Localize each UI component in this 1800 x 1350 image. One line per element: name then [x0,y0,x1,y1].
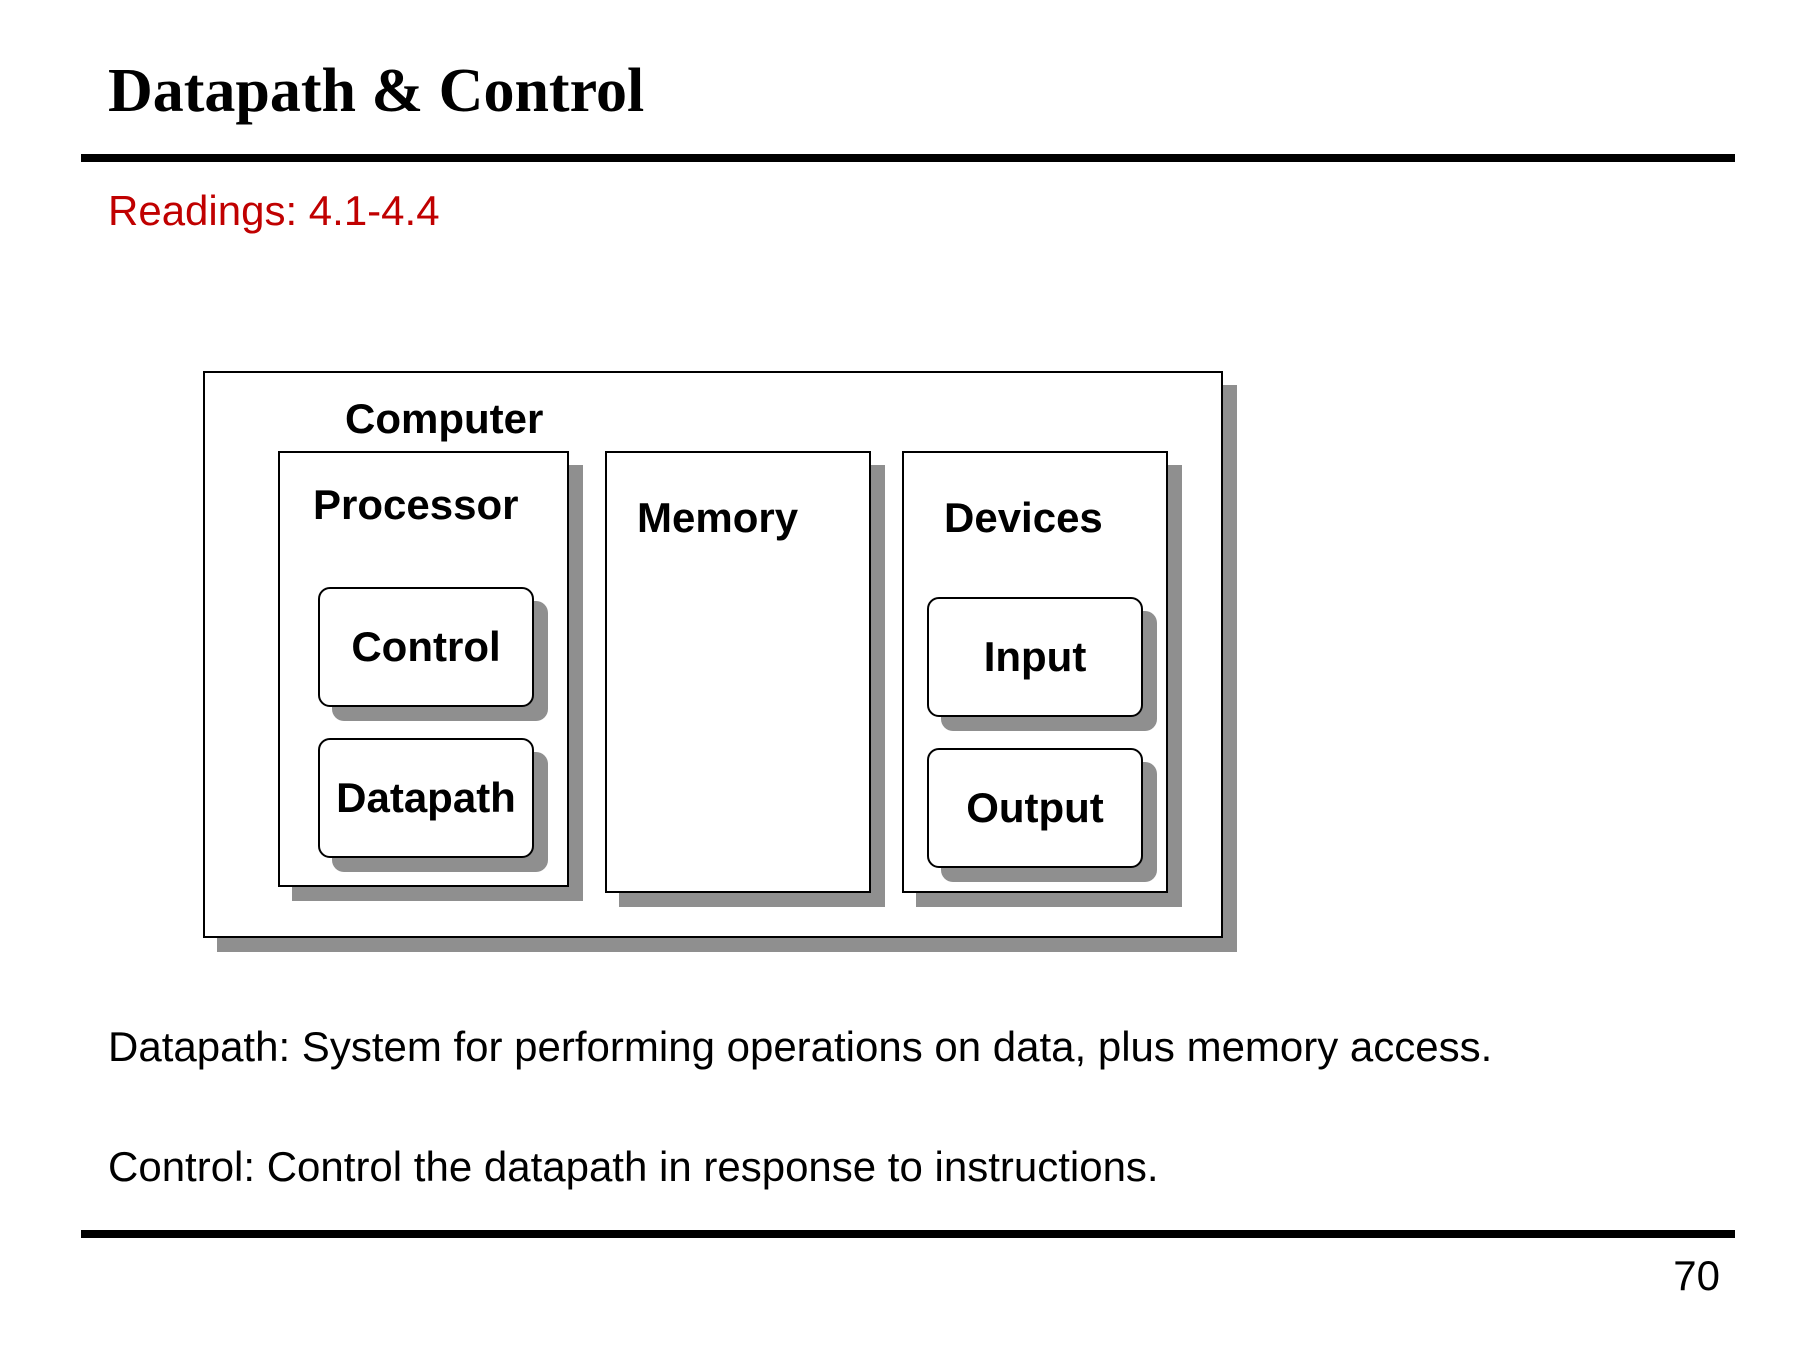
readings-note: Readings: 4.1-4.4 [108,187,440,234]
control-label: Control [351,623,501,670]
memory-box: Memory [605,451,871,893]
output-label: Output [966,784,1104,831]
input-label: Input [983,633,1087,680]
memory-label: Memory [637,494,799,541]
bottom-rule [81,1230,1735,1238]
page-number: 70 [1673,1252,1720,1299]
datapath-description: Datapath: System for performing operatio… [108,1023,1493,1070]
control-component: Control [318,587,534,707]
devices-label: Devices [944,494,1103,541]
top-rule [81,154,1735,162]
datapath-component: Datapath [318,738,534,858]
datapath-label: Datapath [336,774,516,821]
computer-label: Computer [345,395,544,442]
control-description: Control: Control the datapath in respons… [108,1143,1159,1190]
output-component: Output [927,748,1143,868]
slide-title: Datapath & Control [108,57,645,125]
input-component: Input [927,597,1143,717]
processor-label: Processor [313,481,519,528]
